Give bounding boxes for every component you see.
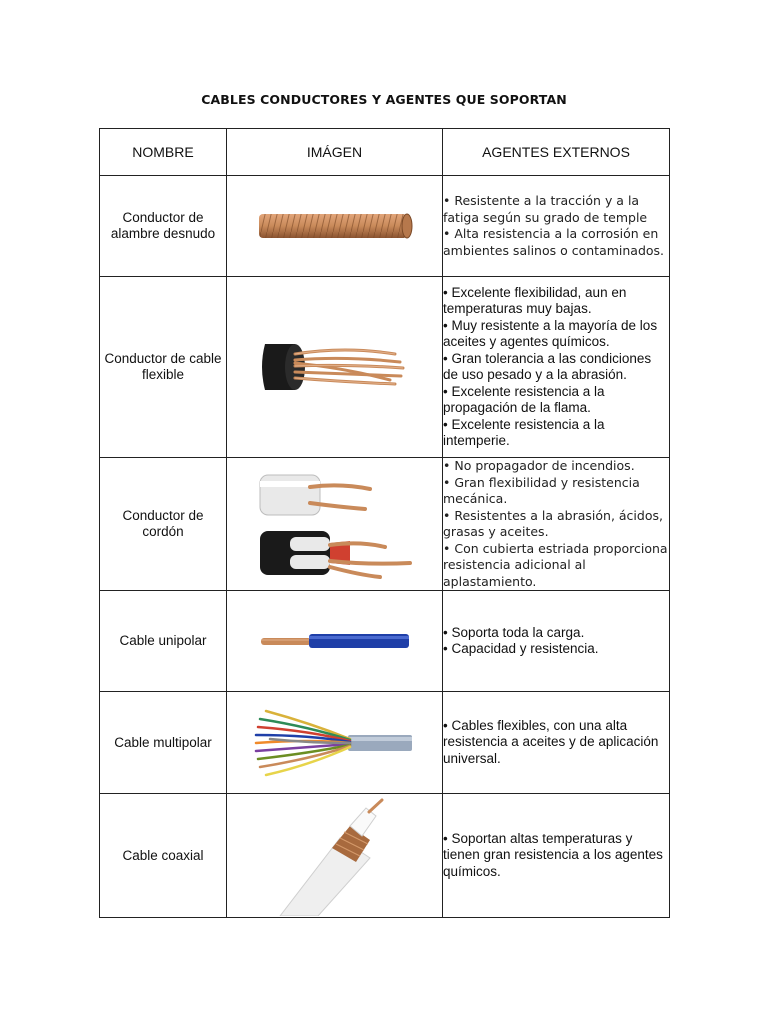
header-agentes: AGENTES EXTERNOS (442, 128, 670, 176)
cable-image-cell (226, 457, 443, 591)
cable-image-cell (226, 276, 443, 458)
multicore-cable-icon (254, 709, 412, 776)
agent-item: • Muy resistente a la mayoría de los ace… (443, 317, 658, 350)
table-row: Conductor de cordón (99, 457, 670, 591)
cable-agents: • Resistente a la tracción y a la fatiga… (442, 175, 670, 277)
agent-item: • Soporta toda la carga. (443, 624, 585, 640)
agent-item: • Excelente flexibilidad, aun en tempera… (443, 284, 627, 317)
cord-cable-icon (259, 474, 412, 579)
agent-item: • No propagador de incendios. (443, 458, 635, 473)
table-header-row: NOMBRE IMÁGEN AGENTES EXTERNOS (99, 128, 670, 176)
header-nombre: NOMBRE (99, 128, 227, 176)
single-core-cable-icon (260, 634, 409, 648)
agent-item: • Con cubierta estriada proporciona resi… (443, 540, 668, 589)
agent-item: • Excelente resistencia a la intemperie. (443, 416, 605, 449)
agent-item: • Alta resistencia a la corrosión en amb… (443, 226, 665, 258)
flexible-cable-icon (261, 344, 404, 390)
cable-agents: • Cables flexibles, con una alta resiste… (442, 691, 670, 794)
agent-item: • Gran tolerancia a las condiciones de u… (443, 350, 652, 383)
agent-item: • Resistentes a la abrasión, ácidos, gra… (443, 507, 663, 540)
table-row: Conductor de cable flexible (99, 276, 670, 458)
table-row: Cable coaxial • Soportan altas temperatu… (99, 793, 670, 918)
agent-item: • Excelente resistencia a la propagación… (443, 383, 605, 416)
cable-name: Cable coaxial (99, 793, 227, 918)
cable-image-cell (226, 590, 443, 692)
header-imagen: IMÁGEN (226, 128, 443, 176)
bare-copper-wire-icon (258, 213, 412, 239)
cable-agents: • No propagador de incendios. • Gran fle… (442, 457, 670, 591)
cable-image-cell (226, 175, 443, 277)
agent-item: • Gran flexibilidad y resistencia mecáni… (443, 474, 640, 507)
cable-agents: • Soportan altas temperaturas y tienen g… (442, 793, 670, 918)
agent-item: • Soportan altas temperaturas y tienen g… (443, 830, 663, 879)
agent-item: • Resistente a la tracción y a la fatiga… (443, 193, 648, 225)
cable-name: Conductor de cordón (99, 457, 227, 591)
agent-item: • Cables flexibles, con una alta resiste… (443, 717, 659, 766)
document-title: CABLES CONDUCTORES Y AGENTES QUE SOPORTA… (201, 92, 567, 107)
cable-agents: • Soporta toda la carga. • Capacidad y r… (442, 590, 670, 692)
cable-agents: • Excelente flexibilidad, aun en tempera… (442, 276, 670, 458)
cable-image-cell (226, 793, 443, 918)
table-row: Cable multipolar (99, 691, 670, 794)
cables-table: NOMBRE IMÁGEN AGENTES EXTERNOS Conductor… (99, 128, 670, 918)
cable-name: Conductor de cable flexible (99, 276, 227, 458)
cable-name: Cable unipolar (99, 590, 227, 692)
cable-name: Conductor de alambre desnudo (99, 175, 227, 277)
cable-image-cell (226, 691, 443, 794)
agent-item: • Capacidad y resistencia. (443, 641, 599, 656)
coaxial-cable-icon (278, 798, 383, 916)
table-row: Conductor de alambre desnudo (99, 175, 670, 277)
cable-name: Cable multipolar (99, 691, 227, 794)
table-row: Cable unipolar • Soporta toda la carga. … (99, 590, 670, 692)
